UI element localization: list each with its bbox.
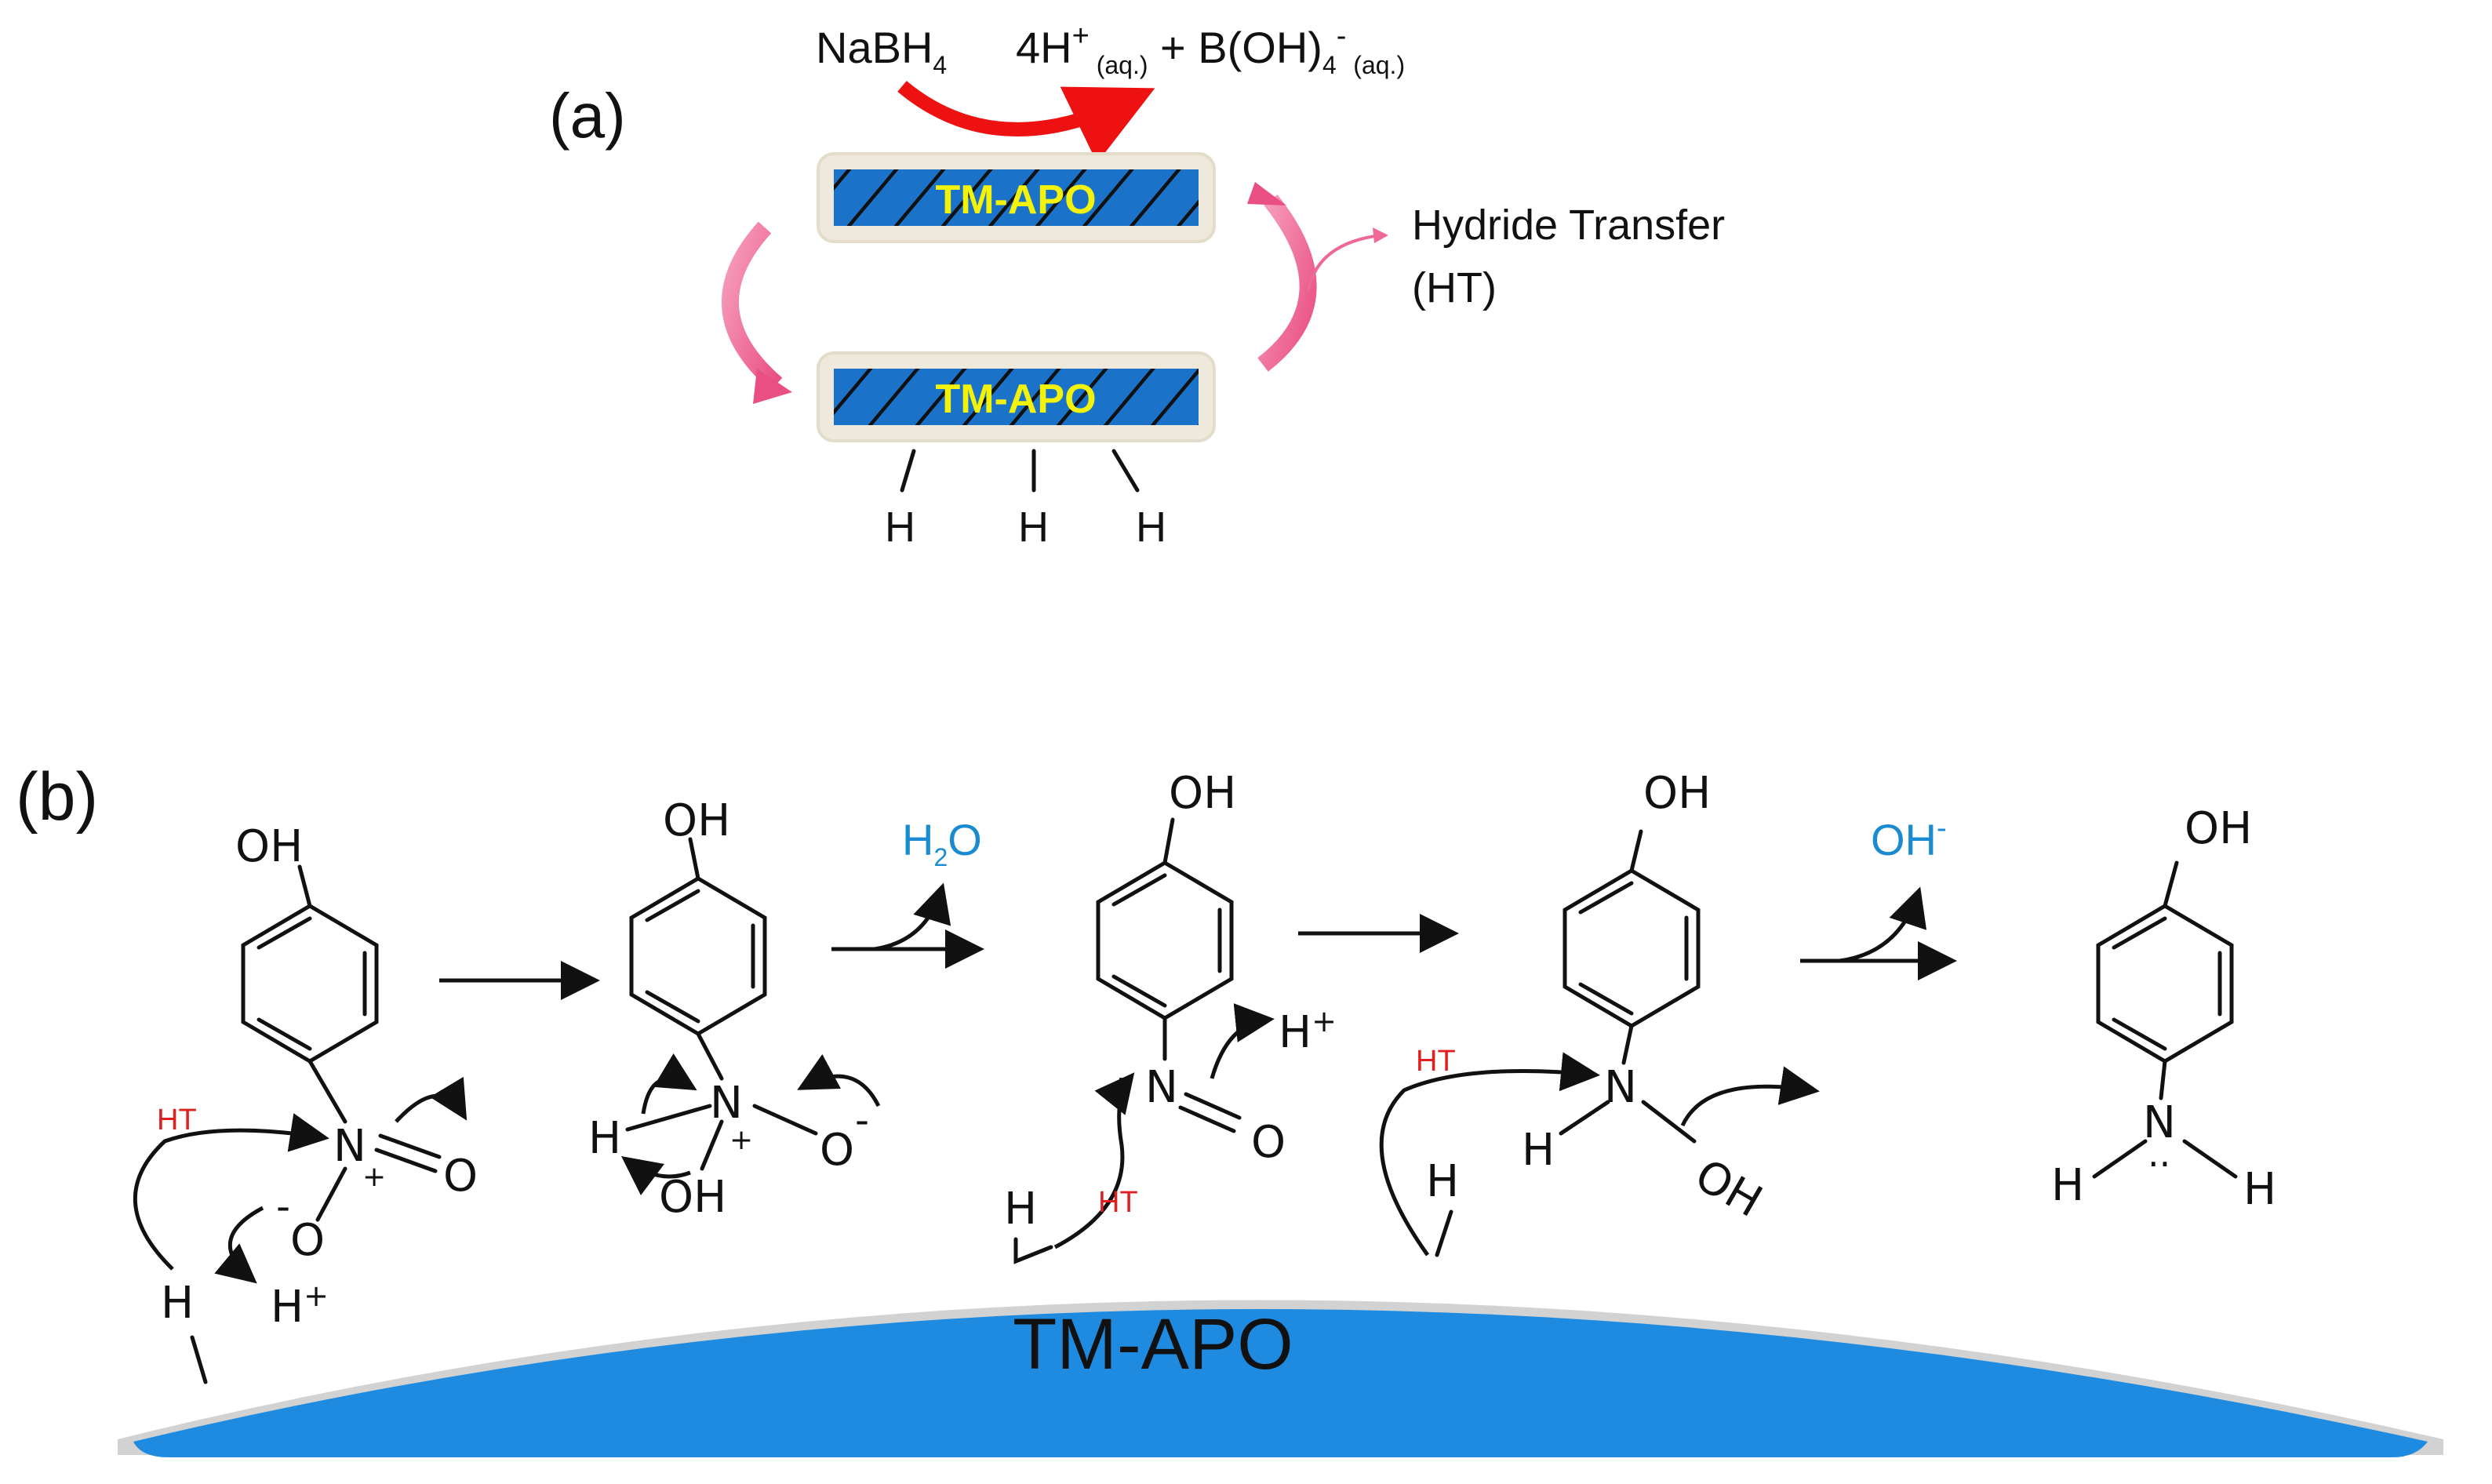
oh-3: OH xyxy=(1169,768,1236,819)
electron-arrow-1a xyxy=(395,1076,467,1123)
oxygen-1a: O xyxy=(443,1151,478,1202)
oxygen-3: O xyxy=(1251,1117,1286,1168)
ht-arrow-3 xyxy=(1379,1052,1600,1257)
oxygen-2a: O xyxy=(820,1125,854,1176)
benzene-ring-2 xyxy=(629,876,767,1036)
electron-arrow-3 xyxy=(1210,1003,1275,1079)
catalyst-bottom-label: TM-APO xyxy=(935,376,1096,422)
hydrogen-2: H xyxy=(588,1113,621,1164)
water-label: H2O xyxy=(902,815,982,871)
ht-label-1: HT xyxy=(157,1104,197,1137)
surface-h-2: H xyxy=(1004,1184,1037,1235)
ht-label-3: HT xyxy=(1416,1045,1456,1078)
surface-h-bond-1 xyxy=(190,1335,208,1384)
catalyst-top-label: TM-APO xyxy=(935,177,1096,223)
red-reaction-arrow xyxy=(897,81,1155,163)
cycle-arrow-right xyxy=(1257,195,1317,372)
water-release-arrow xyxy=(874,882,951,951)
surface-h-bond-2 xyxy=(1013,1237,1053,1264)
ht-label-line1: Hydride Transfer xyxy=(1412,202,1725,249)
surface-h-1: H xyxy=(161,1278,194,1329)
hydride-bond-3 xyxy=(1111,449,1140,493)
hydrogen-4: H xyxy=(1522,1125,1555,1176)
cycle-arrow-right-head xyxy=(1247,182,1286,206)
charge-plus-1: + xyxy=(362,1161,386,1193)
charge-plus-2: + xyxy=(729,1124,753,1156)
surface-label: TM-APO xyxy=(1013,1304,1293,1384)
nitrogen-1: N xyxy=(333,1121,366,1172)
charge-minus-1: - xyxy=(276,1184,290,1229)
ht-arrow-1 xyxy=(133,1113,329,1271)
cycle-arrow-left-head xyxy=(753,369,792,404)
hydrogen-5b: H xyxy=(2243,1164,2276,1215)
panel-b: (b) TM-APO OH N + O O - H+ HT xyxy=(16,759,2443,1457)
oh-1: OH xyxy=(235,821,303,872)
hydride-bond-1 xyxy=(900,449,916,493)
molecule-nitroso: OH : N O H+ xyxy=(1096,768,1337,1168)
catalyst-bottom-hatch xyxy=(834,369,1199,425)
nabh4-label: NaBH4 xyxy=(816,23,947,79)
ht-label-2: HT xyxy=(1098,1186,1138,1219)
hplus-3: H+ xyxy=(1279,1004,1337,1058)
electron-arrow-2c xyxy=(797,1054,881,1108)
oh-4b: OH xyxy=(1686,1150,1770,1228)
nitrogen-3: N xyxy=(1145,1062,1178,1113)
oh-2b: OH xyxy=(659,1172,726,1223)
electron-arrow-2b xyxy=(620,1156,691,1195)
ht-arrow-2 xyxy=(1053,1072,1135,1249)
benzene-ring-5 xyxy=(2096,904,2234,1064)
oxygen-1b: O xyxy=(290,1215,325,1266)
hydrogen-5a: H xyxy=(2051,1160,2084,1211)
electron-arrow-1b xyxy=(214,1206,264,1284)
surface-h-bond-3 xyxy=(1435,1209,1453,1257)
hydride-3: H xyxy=(1136,504,1166,551)
lone-pair-3: : xyxy=(1114,1059,1130,1114)
panel-a: (a) NaBH4 4H+ (aq.) + B(OH)4- (aq.) TM-A… xyxy=(549,20,1725,551)
molecule-hydroxylamine: OH N H OH xyxy=(1522,768,1820,1228)
hydride-2: H xyxy=(1018,504,1049,551)
nitrogen-5: N xyxy=(2143,1097,2176,1148)
products-label: 4H+ (aq.) + B(OH)4- (aq.) xyxy=(1016,20,1405,79)
electron-arrow-2a xyxy=(641,1053,697,1115)
nitrogen-2: N xyxy=(710,1078,743,1129)
oh-5: OH xyxy=(2185,803,2252,854)
ht-pointer-head xyxy=(1373,227,1388,243)
molecule-intermediate-1: OH N + O - H OH xyxy=(588,795,881,1223)
hydride-1: H xyxy=(885,504,915,551)
lone-pair-5: ·· xyxy=(2148,1143,2170,1185)
hplus-1: H+ xyxy=(271,1278,329,1333)
benzene-ring-4 xyxy=(1563,868,1701,1028)
cycle-arrow-left xyxy=(721,221,783,391)
tm-apo-surface xyxy=(133,1309,2428,1457)
oh-2: OH xyxy=(663,795,730,846)
molecule-nitrophenol: OH N + O O - H+ xyxy=(214,821,478,1333)
hydroxide-release-arrow xyxy=(1839,886,1927,963)
ht-label-line2: (HT) xyxy=(1412,264,1497,311)
catalyst-top-hatch xyxy=(834,169,1199,226)
molecule-aminophenol: OH N ·· H H xyxy=(2051,803,2276,1215)
panel-a-label: (a) xyxy=(549,81,626,151)
electron-arrow-4 xyxy=(1680,1066,1820,1127)
benzene-ring-1 xyxy=(241,904,379,1064)
surface-h-3: H xyxy=(1426,1156,1459,1207)
panel-b-label: (b) xyxy=(16,759,98,835)
ht-pointer-arrow xyxy=(1307,234,1381,291)
nitrogen-4: N xyxy=(1604,1062,1637,1113)
charge-minus-2: - xyxy=(855,1097,869,1143)
oh-4: OH xyxy=(1643,768,1711,819)
benzene-ring-3 xyxy=(1096,860,1234,1020)
hydroxide-label: OH- xyxy=(1871,812,1947,864)
